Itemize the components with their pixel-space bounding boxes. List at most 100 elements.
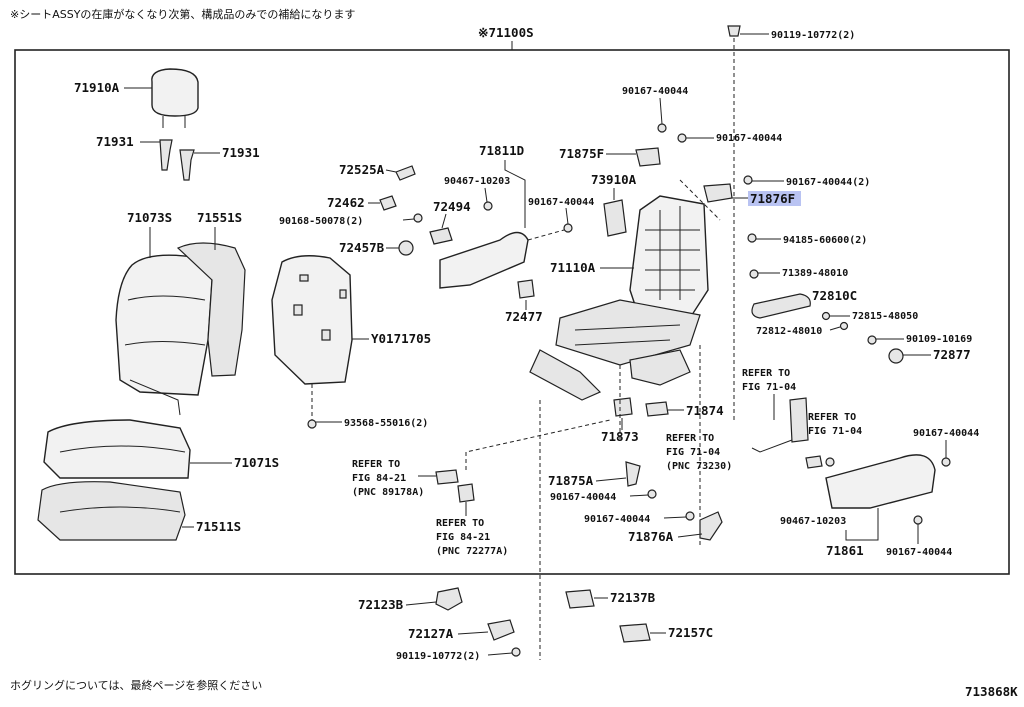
svg-text:REFER TO: REFER TO xyxy=(808,412,856,423)
bolt-90119-top[interactable] xyxy=(727,25,741,37)
label-72457B: 72457B xyxy=(339,240,385,255)
part-71874[interactable] xyxy=(645,401,669,417)
ref-fig-84-21-b[interactable]: REFER TO FIG 84-21 (PNC 72277A) xyxy=(436,518,508,557)
label-90119-bot: 90119-10772(2) xyxy=(396,651,480,662)
svg-text:FIG 71-04: FIG 71-04 xyxy=(666,447,720,458)
part-71873[interactable] xyxy=(613,397,633,417)
nut-90167-b[interactable] xyxy=(677,133,687,143)
cushion-pad-part[interactable] xyxy=(37,481,186,541)
label-90167-b: 90167-40044 xyxy=(716,133,782,144)
part-72123B[interactable] xyxy=(435,587,463,611)
assembly-label: ※71100S xyxy=(478,25,534,40)
part-72457B[interactable] xyxy=(398,240,414,256)
label-90167-d: 90167-40044 xyxy=(550,492,616,503)
svg-text:FIG 84-21: FIG 84-21 xyxy=(352,473,406,484)
label-71931-left: 71931 xyxy=(96,134,134,149)
svg-text:(PNC 89178A): (PNC 89178A) xyxy=(352,487,424,498)
header-note: ※シートASSYの在庫がなくなり次第、構成品のみでの補給になります xyxy=(10,7,355,21)
label-Y0171705: Y0171705 xyxy=(371,331,431,346)
lever-72810C[interactable] xyxy=(751,293,811,319)
part-71875A[interactable] xyxy=(625,461,641,487)
svg-text:(PNC 73230): (PNC 73230) xyxy=(666,461,732,472)
diagram-code: 713868K xyxy=(965,684,1018,699)
label-71110A: 71110A xyxy=(550,260,596,275)
nut-90167-top[interactable] xyxy=(657,123,667,133)
label-71876F[interactable]: 71876F xyxy=(750,191,795,206)
label-72494: 72494 xyxy=(433,199,471,214)
part-72137B[interactable] xyxy=(565,589,595,609)
nut-90167-a[interactable] xyxy=(563,223,573,233)
part-73910A[interactable] xyxy=(603,199,627,237)
label-93568: 93568-55016(2) xyxy=(344,418,428,429)
part-72127A[interactable] xyxy=(487,619,515,641)
ref-fig-84-21-a[interactable]: REFER TO FIG 84-21 (PNC 89178A) xyxy=(352,459,424,498)
part-71876F[interactable] xyxy=(703,183,733,203)
part-72815[interactable] xyxy=(821,311,831,321)
label-71511S: 71511S xyxy=(196,519,241,534)
label-72812: 72812-48010 xyxy=(756,326,822,337)
label-71811D: 71811D xyxy=(479,143,524,158)
label-72815: 72815-48050 xyxy=(852,311,918,322)
label-71073S: 71073S xyxy=(127,210,172,225)
bolt-90119-bot[interactable] xyxy=(511,647,521,657)
label-72137B: 72137B xyxy=(610,590,656,605)
nut-90167-c[interactable] xyxy=(743,175,753,185)
label-90467-a: 90467-10203 xyxy=(444,176,510,187)
nut-90167-e[interactable] xyxy=(685,511,695,521)
part-71875F[interactable] xyxy=(635,147,661,167)
label-71910A: 71910A xyxy=(74,80,120,95)
part-72477[interactable] xyxy=(517,279,535,299)
clip-93568[interactable] xyxy=(307,419,317,429)
label-94185: 94185-60600(2) xyxy=(783,235,867,246)
knob-72877[interactable] xyxy=(888,348,904,364)
headrest-part[interactable] xyxy=(151,68,199,128)
label-72810C: 72810C xyxy=(812,288,857,303)
nut-90167-f[interactable] xyxy=(941,457,951,467)
label-90167-g: 90167-40044 xyxy=(886,547,952,558)
part-72462[interactable] xyxy=(379,195,397,211)
harness-connector-a[interactable] xyxy=(435,469,459,485)
screw-90467-b[interactable] xyxy=(825,457,835,467)
label-72877: 72877 xyxy=(933,347,971,362)
seat-frame-part[interactable] xyxy=(529,195,709,401)
label-90167-e: 90167-40044 xyxy=(584,514,650,525)
harness-connector-b[interactable] xyxy=(457,483,475,503)
side-shield-part[interactable] xyxy=(439,231,529,289)
nut-90167-d[interactable] xyxy=(647,489,657,499)
ref-fig-71-04-c[interactable]: REFER TO FIG 71-04 xyxy=(808,412,862,437)
headrest-guide-right[interactable] xyxy=(179,149,195,181)
headrest-guide-left[interactable] xyxy=(159,139,173,171)
side-cover-71861[interactable] xyxy=(825,454,936,509)
part-72494[interactable] xyxy=(429,227,453,245)
label-71874: 71874 xyxy=(686,403,724,418)
screw-90467-a[interactable] xyxy=(483,201,493,211)
seatback-cover-part[interactable] xyxy=(115,254,213,396)
label-72525A: 72525A xyxy=(339,162,385,177)
label-71931-right: 71931 xyxy=(222,145,260,160)
ref-fig-71-04-a[interactable]: REFER TO FIG 71-04 xyxy=(742,368,796,393)
label-90109: 90109-10169 xyxy=(906,334,972,345)
clip-ref-71-04[interactable] xyxy=(805,455,823,469)
nut-90167-g[interactable] xyxy=(913,515,923,525)
svg-text:REFER TO: REFER TO xyxy=(666,433,714,444)
label-90167-f: 90167-40044 xyxy=(913,428,979,439)
nut-94185[interactable] xyxy=(747,233,757,243)
label-90167-a: 90167-40044 xyxy=(528,197,594,208)
screw-90109[interactable] xyxy=(867,335,877,345)
part-72812[interactable] xyxy=(839,321,849,331)
part-72525A[interactable] xyxy=(395,165,416,181)
svg-text:REFER TO: REFER TO xyxy=(742,368,790,379)
seatbelt-buckle-part[interactable] xyxy=(751,397,809,453)
label-71551S: 71551S xyxy=(197,210,242,225)
seatback-board-part[interactable] xyxy=(271,255,353,385)
cushion-cover-part[interactable] xyxy=(43,419,191,479)
bolt-90168[interactable] xyxy=(413,213,423,223)
footer-note: ホグリングについては、最終ページを参照ください xyxy=(10,678,262,692)
part-71876A[interactable] xyxy=(699,511,723,541)
label-72123B: 72123B xyxy=(358,597,404,612)
ref-fig-71-04-b[interactable]: REFER TO FIG 71-04 (PNC 73230) xyxy=(666,433,732,472)
part-72157C[interactable] xyxy=(619,623,651,643)
seatback-pad-part[interactable] xyxy=(176,242,246,377)
part-71389[interactable] xyxy=(749,269,759,279)
